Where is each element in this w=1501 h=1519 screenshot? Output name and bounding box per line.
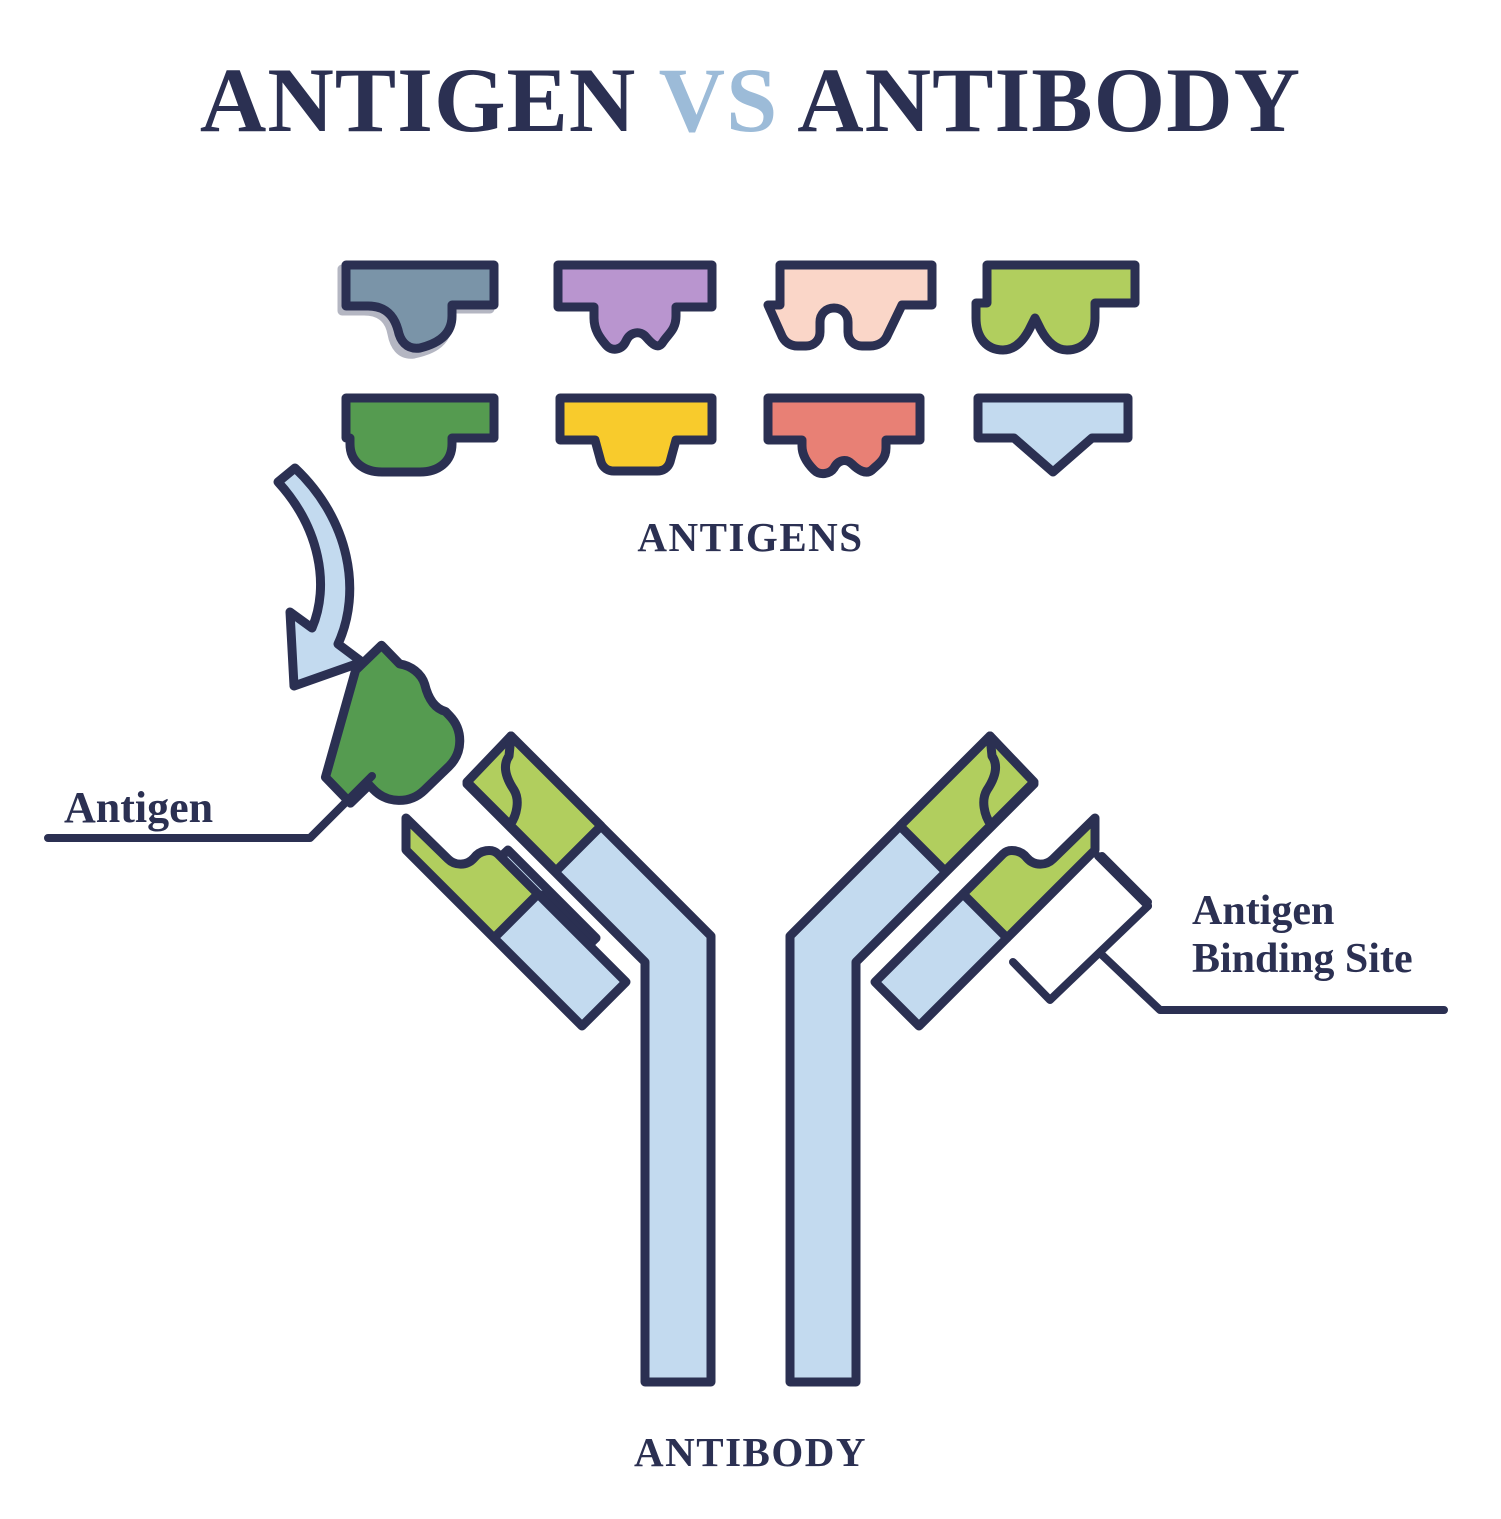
antigen-shape-pale-blue [973,393,1133,477]
bound-antigen-shape [320,640,465,808]
antibody-right-heavy-chain [785,731,1039,1387]
antibody-right-light-chain [870,813,1100,1031]
binding-site-label-line2: Binding Site [1192,935,1413,982]
antigens-group-caption: ANTIGENS [637,514,864,560]
flow-arrow-icon [273,463,367,691]
binding-site-bracket [1098,852,1152,906]
antigen-callout-line [44,772,376,842]
antigen-shape-light-green [971,260,1140,355]
antigen-callout-label: Antigen [64,783,214,832]
antibody-group-caption: ANTIBODY [634,1429,867,1475]
antigen-shape-peach [763,260,937,351]
binding-site-label-line1: Antigen [1192,888,1335,934]
antigen-shape-dark-green [341,393,499,477]
antibody-left-heavy-chain [462,731,716,1387]
antigen-shape-yellow [555,393,717,476]
binding-site-callout-label: Antigen Binding Site [1192,888,1413,984]
antigen-shape-steel-blue [337,260,499,359]
antibody-left-light-chain [401,813,631,1031]
antigen-shape-purple [553,260,717,354]
antigen-shape-salmon [763,393,925,479]
